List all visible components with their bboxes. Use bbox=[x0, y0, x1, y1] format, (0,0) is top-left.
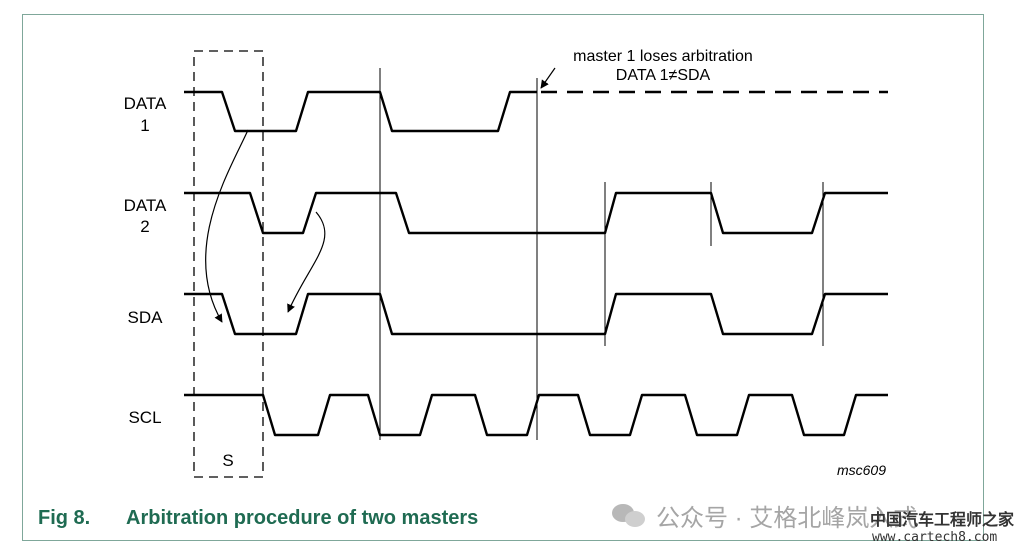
annotation-line2: DATA 1≠SDA bbox=[616, 67, 711, 84]
annotation-line1: master 1 loses arbitration bbox=[573, 48, 753, 65]
data1-to-sda-arrow bbox=[205, 129, 249, 323]
figure-caption: Fig 8. Arbitration procedure of two maste… bbox=[38, 507, 478, 530]
scl-label: SCL bbox=[128, 408, 161, 427]
data2-label-line2: 2 bbox=[140, 217, 149, 236]
watermark-account-text: 公众号 · 艾格北峰岚入式 bbox=[656, 505, 918, 532]
watermark-url: www.cartech8.com bbox=[872, 530, 998, 545]
wechat-icon bbox=[612, 502, 648, 530]
start-label: S bbox=[222, 451, 233, 470]
figure-title: Arbitration procedure of two masters bbox=[126, 507, 479, 529]
data2-waveform bbox=[184, 191, 888, 235]
data1-label-line2: 1 bbox=[140, 116, 149, 135]
diagram-id: msc609 bbox=[837, 462, 886, 478]
scl-waveform bbox=[184, 393, 888, 437]
figure-frame bbox=[22, 14, 984, 541]
guide-lines bbox=[379, 68, 824, 440]
data2-label-line1: DATA bbox=[124, 196, 167, 215]
watermark-logo: 中国汽车工程师之家 bbox=[870, 510, 1015, 529]
sda-waveform bbox=[184, 292, 888, 336]
figure-number: Fig 8. bbox=[38, 507, 91, 529]
data1-waveform bbox=[184, 90, 537, 133]
annotation-arrow bbox=[540, 67, 556, 89]
start-condition-box bbox=[193, 50, 264, 478]
watermark-account: 公众号 · 艾格北峰岚入式 bbox=[612, 498, 917, 533]
sda-label: SDA bbox=[128, 308, 164, 327]
data2-to-sda-arrow bbox=[287, 211, 326, 313]
data1-label-line1: DATA bbox=[124, 94, 167, 113]
